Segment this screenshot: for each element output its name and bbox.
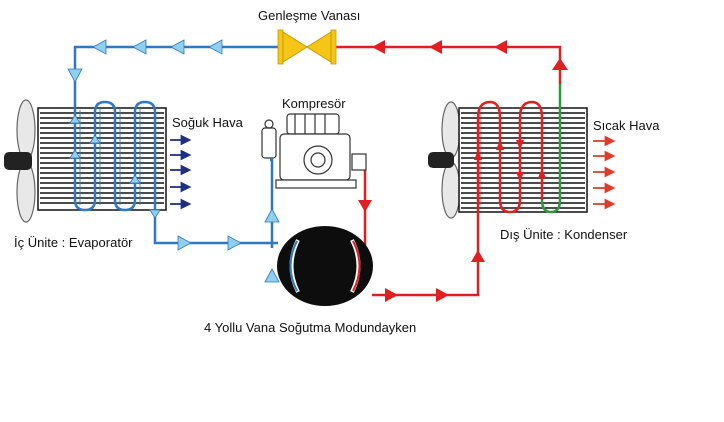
indoor-fan-icon: [4, 99, 36, 223]
cold-pipe-bottom: [153, 228, 278, 245]
condenser-coil-icon: [458, 84, 588, 228]
expansion-valve-icon: [277, 29, 337, 65]
evaporator-coil-icon: [37, 100, 167, 228]
cold-air-arrows: [170, 134, 192, 210]
suction-pipe: [270, 158, 274, 248]
hot-pipe-bottom: [372, 228, 480, 297]
outdoor-fan-icon: [428, 101, 461, 219]
cold-pipe-top: [73, 45, 283, 100]
hot-air-label: Sıcak Hava: [593, 118, 660, 133]
cold-air-label: Soğuk Hava: [172, 115, 244, 130]
compressor-icon: [261, 113, 367, 189]
outdoor-unit-label: Dış Ünite : Kondenser: [500, 227, 628, 242]
hot-flow-arrows: [358, 40, 568, 302]
diagram-caption: 4 Yollu Vana Soğutma Modundayken: [204, 320, 416, 335]
four-way-valve-icon: [277, 226, 373, 306]
indoor-unit-label: İç Ünite : Evaporatör: [14, 235, 133, 250]
compressor-label: Kompresör: [282, 96, 346, 111]
expansion-valve-label: Genleşme Vanası: [258, 8, 360, 23]
hot-pipe-top: [336, 45, 562, 84]
cold-flow-arrows: [67, 39, 280, 283]
hot-air-arrows: [593, 135, 616, 210]
